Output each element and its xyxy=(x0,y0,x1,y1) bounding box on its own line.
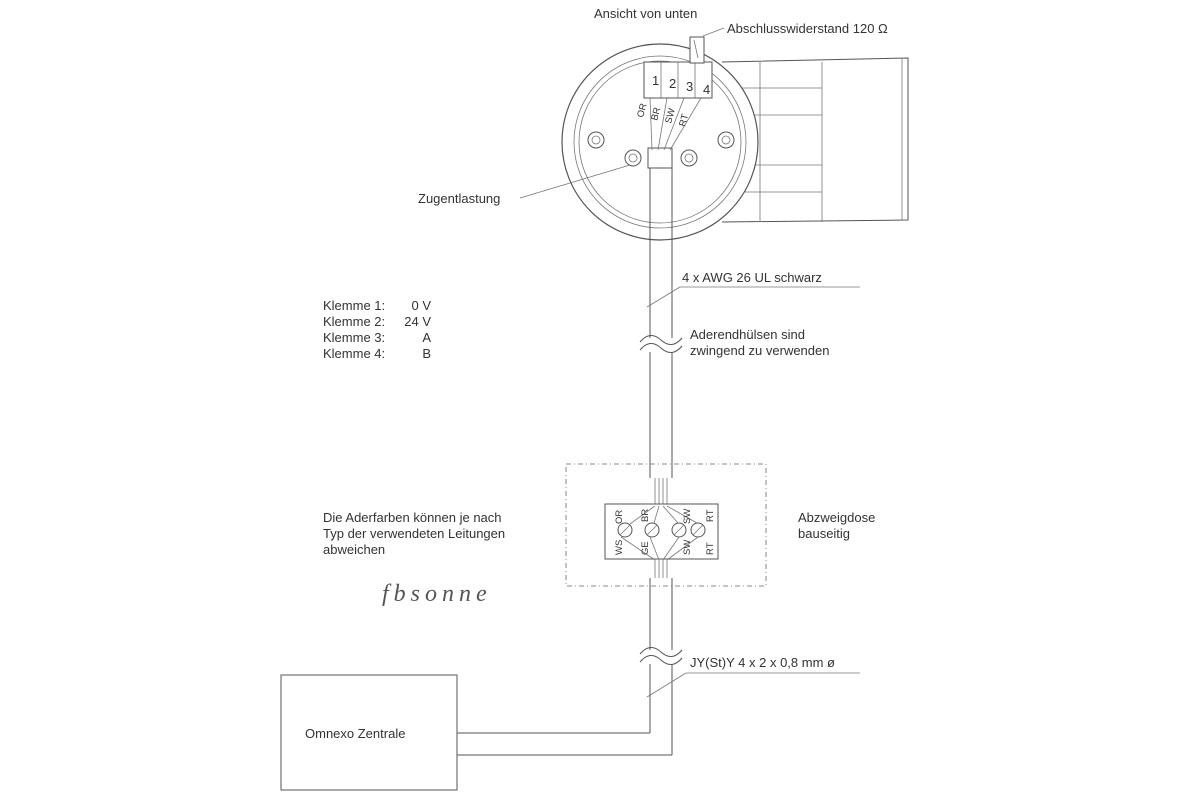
terminal-3-value: A xyxy=(422,330,431,345)
terminal-assignment-list: Klemme 1: 0 V Klemme 2: 24 V Klemme 3: A… xyxy=(323,298,431,361)
view-bottom-label: Ansicht von unten xyxy=(594,6,697,21)
sensor-base xyxy=(561,36,759,241)
strain-relief-label: Zugentlastung xyxy=(418,191,500,206)
terminating-resistor-label: Abschlusswiderstand 120 Ω xyxy=(727,21,888,36)
terminal-4-label: Klemme 4: xyxy=(323,346,385,361)
sensor-wire-or: OR xyxy=(635,102,649,119)
terminal-4-value: B xyxy=(422,346,431,361)
junction-top-sw: SW xyxy=(682,509,693,524)
terminal-2-value: 24 V xyxy=(404,314,431,329)
junction-top-or: OR xyxy=(614,510,625,524)
cable-jy-label: JY(St)Y 4 x 2 x 0,8 mm ø xyxy=(690,655,835,670)
junction-top-colors: OR BR SW RT xyxy=(614,509,716,524)
sensor-wire-br: BR xyxy=(649,106,663,122)
terminal-1-label: Klemme 1: xyxy=(323,298,385,313)
terminal-3-label: Klemme 3: xyxy=(323,330,385,345)
leader-lines xyxy=(519,27,860,698)
sensor-wire-rt: RT xyxy=(677,113,691,128)
central-unit-box xyxy=(280,674,458,791)
ferrules-line-2: zwingend zu verwenden xyxy=(690,343,829,358)
wire-colors-note-line-1: Die Aderfarben können je nach xyxy=(323,510,502,525)
terminal-2-label: Klemme 2: xyxy=(323,314,385,329)
junction-box-line-1: Abzweigdose xyxy=(798,510,875,525)
ferrules-line-1: Aderendhülsen sind xyxy=(690,327,805,342)
terminal-1-value: 0 V xyxy=(411,298,431,313)
sensor-terminal-numbers: 1 2 3 4 xyxy=(652,73,710,97)
junction-top-rt: RT xyxy=(705,509,716,522)
junction-bottom-ge: GE xyxy=(640,541,651,555)
wire-colors-note-line-2: Typ der verwendeten Leitungen xyxy=(323,526,505,541)
central-unit-label: Omnexo Zentrale xyxy=(305,726,405,741)
junction-box xyxy=(565,463,767,587)
junction-bottom-colors: WS GE SW RT xyxy=(614,540,716,555)
sensor-wire-sw: SW xyxy=(663,107,678,125)
cable-awg-label: 4 x AWG 26 UL schwarz xyxy=(682,270,822,285)
junction-box-line-2: bauseitig xyxy=(798,526,850,541)
terminal-number-2: 2 xyxy=(669,76,676,91)
junction-top-br: BR xyxy=(640,509,651,522)
terminal-number-3: 3 xyxy=(686,79,693,94)
terminal-number-1: 1 xyxy=(652,73,659,88)
terminal-number-4: 4 xyxy=(703,82,710,97)
sensor-wire-colors: OR BR SW RT xyxy=(635,102,691,128)
junction-bottom-ws: WS xyxy=(614,540,625,555)
junction-bottom-rt: RT xyxy=(705,542,716,555)
watermark: fbsonne xyxy=(382,581,492,607)
wire-colors-note-line-3: abweichen xyxy=(323,542,385,557)
junction-bottom-sw: SW xyxy=(682,540,693,555)
sensor-cable xyxy=(639,168,683,506)
bus-cable xyxy=(457,560,683,756)
